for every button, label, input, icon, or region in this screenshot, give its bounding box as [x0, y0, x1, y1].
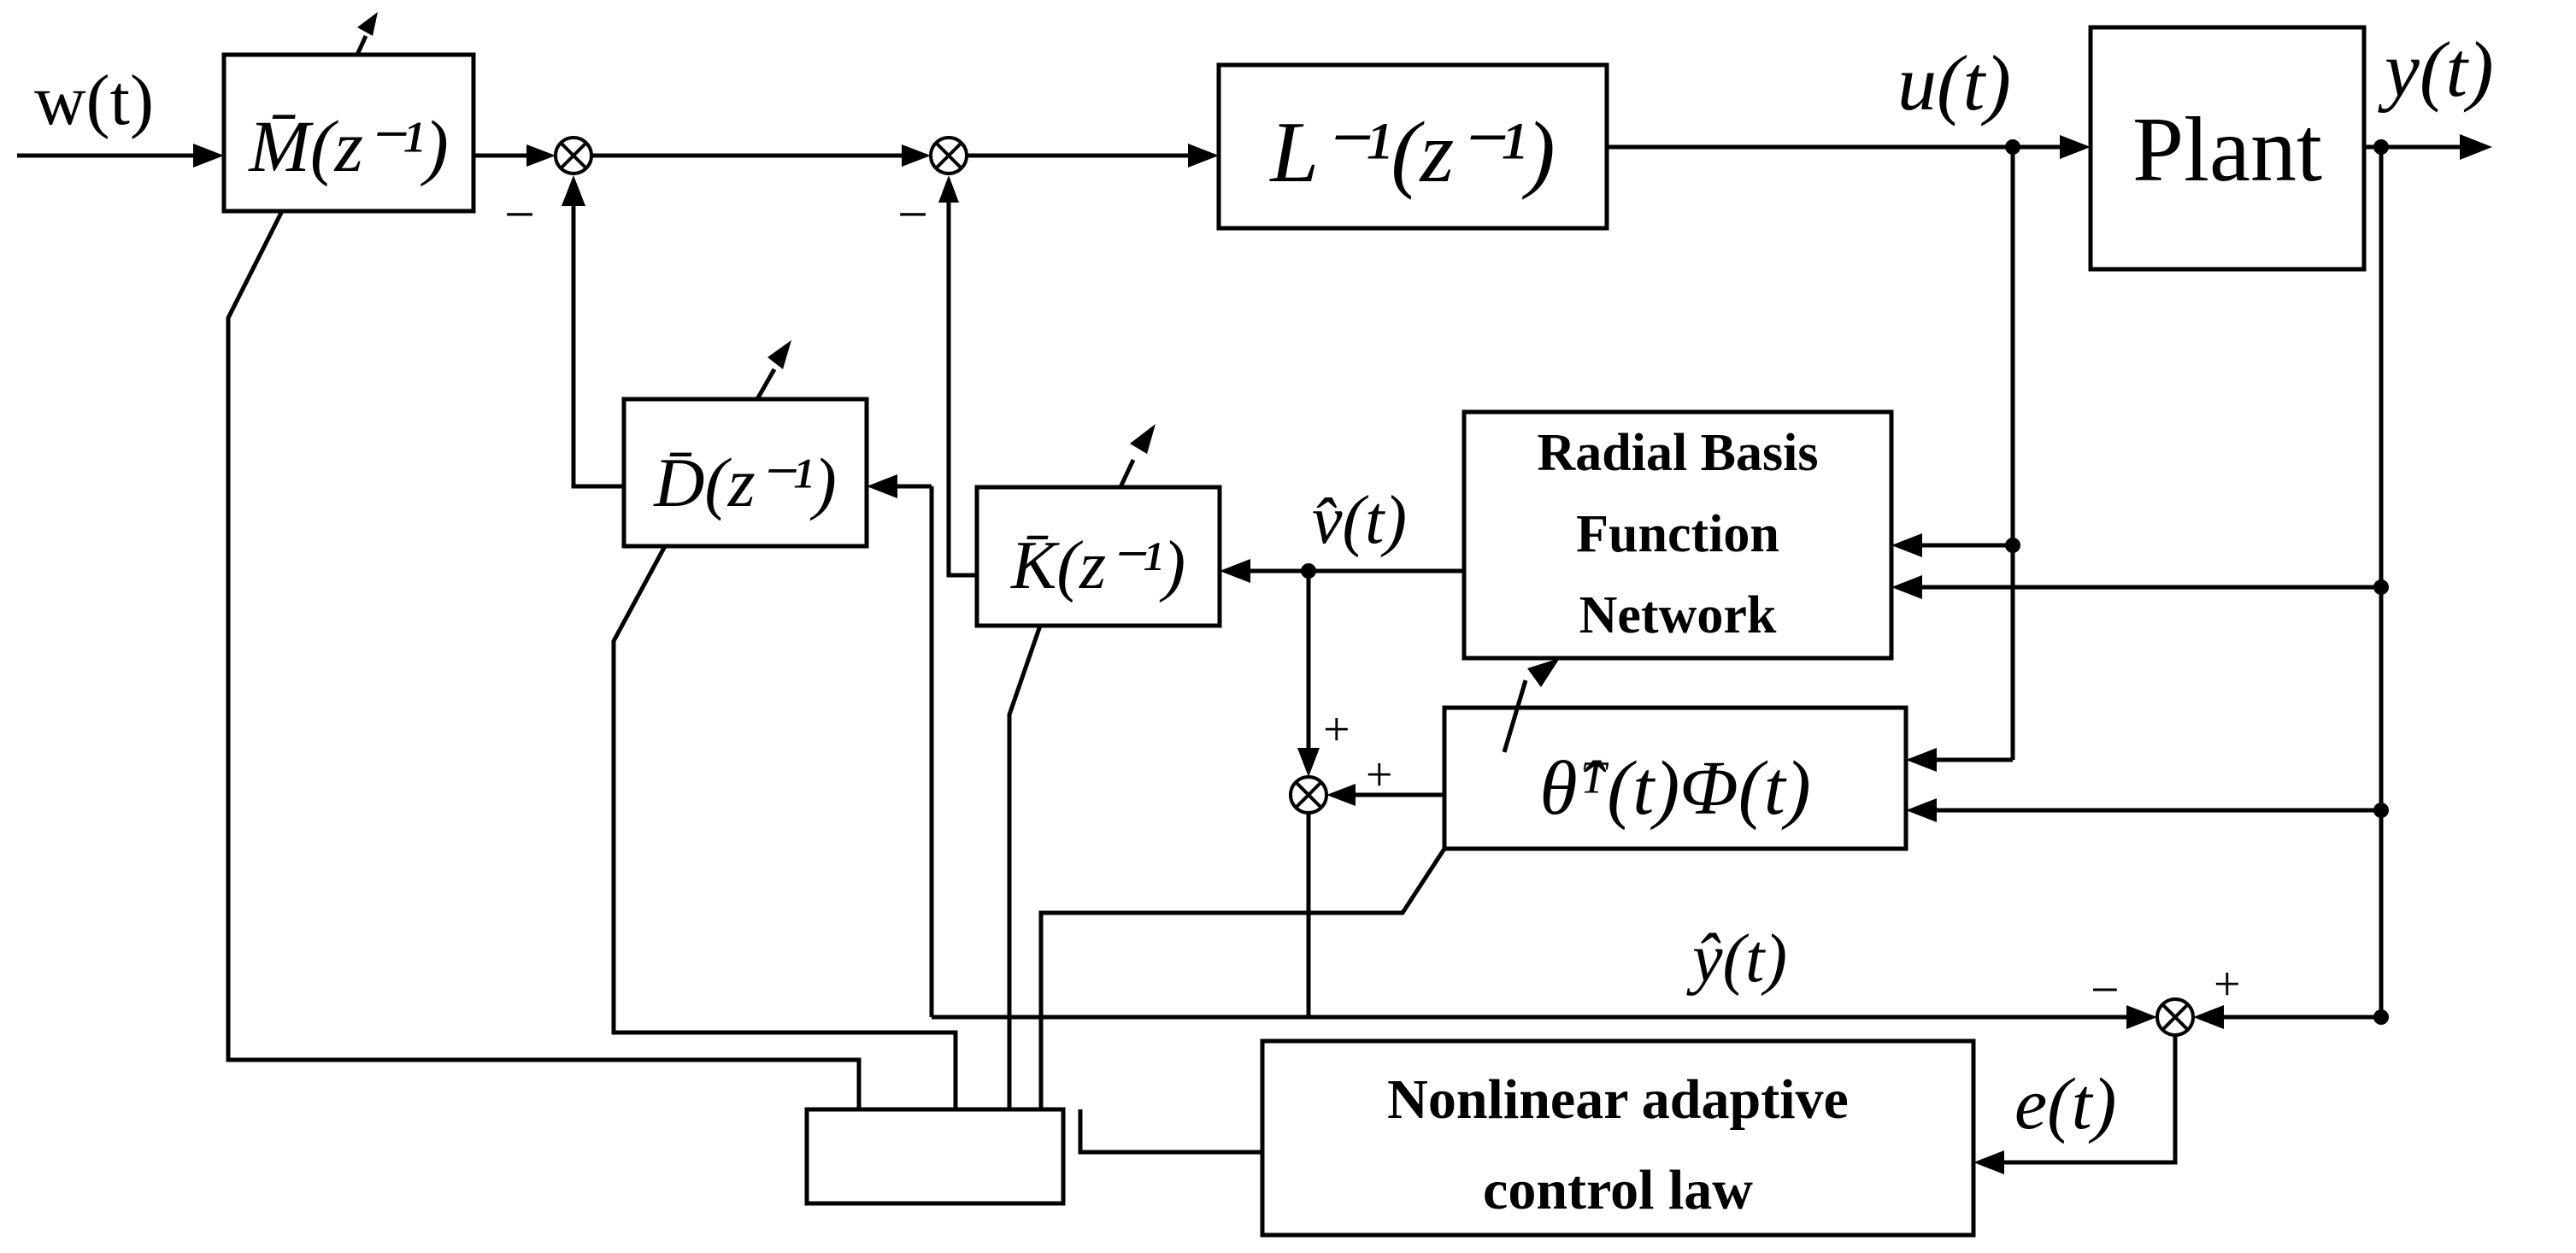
adaptation-lines: [226, 209, 1447, 1155]
theta-phi-label: θ̂ᵀ(t)Φ(t): [1539, 746, 1810, 831]
y-hat-signal-label: ŷ(t): [1686, 921, 1787, 997]
rbf-label-line2: Function: [1576, 505, 1779, 563]
sum4-plus-sign: +: [2214, 958, 2241, 1011]
summing-junction-3: [1289, 775, 1328, 815]
nacl-label-line2: control law: [1483, 1159, 1753, 1221]
rbf-label-line1: Radial Basis: [1537, 424, 1818, 482]
sum4-minus-sign: −: [2091, 962, 2120, 1018]
plant-label: Plant: [2132, 99, 2322, 201]
adjustable-arrows: [355, 12, 1560, 753]
theta-phi-block: [1442, 705, 1908, 851]
nacl-label-line1: Nonlinear adaptive: [1387, 1068, 1849, 1131]
d-bar-label: D̄(z⁻¹): [653, 444, 837, 521]
y-branch: [1891, 139, 2389, 1029]
rbf-label-line3: Network: [1579, 586, 1777, 644]
y-signal-label: y(t): [2378, 26, 2494, 113]
w-signal-label: w(t): [34, 61, 154, 140]
k-bar-label: K̄(z⁻¹): [1010, 528, 1185, 603]
e-path: [1973, 1035, 2178, 1174]
k-bar-feedback: [938, 175, 977, 578]
summing-junction-2: [929, 136, 968, 175]
nonlinear-adaptive-control-law-block: [1260, 1038, 1976, 1238]
d-bar-feedback: [562, 175, 624, 489]
u-signal-label: u(t): [1897, 39, 2011, 126]
sum1-minus-sign: −: [504, 184, 535, 244]
u-branch: [1891, 139, 2020, 772]
sum2-minus-sign: −: [897, 184, 928, 244]
summing-junction-1: [554, 136, 593, 175]
sum3-plus-top-sign: +: [1323, 703, 1350, 756]
e-signal-label: e(t): [2014, 1062, 2116, 1144]
sum3-plus-right-sign: +: [1366, 749, 1393, 802]
k-bar-block: [974, 485, 1222, 628]
summing-junction-4: [2155, 997, 2195, 1037]
parameter-bus-block: [804, 1107, 1066, 1206]
m-bar-block: [221, 52, 476, 214]
rbf-network-block: [1461, 409, 1894, 661]
l-inverse-label: L⁻¹(z⁻¹): [1268, 104, 1555, 201]
v-hat-signal-label: v̂(t): [1312, 483, 1407, 558]
d-bar-block: [621, 397, 869, 549]
plant-block: [2088, 25, 2367, 272]
l-inverse-block: [1216, 62, 1609, 231]
v-hat-path: [1220, 559, 1464, 806]
m-bar-label: M̄(z⁻¹): [247, 105, 449, 187]
